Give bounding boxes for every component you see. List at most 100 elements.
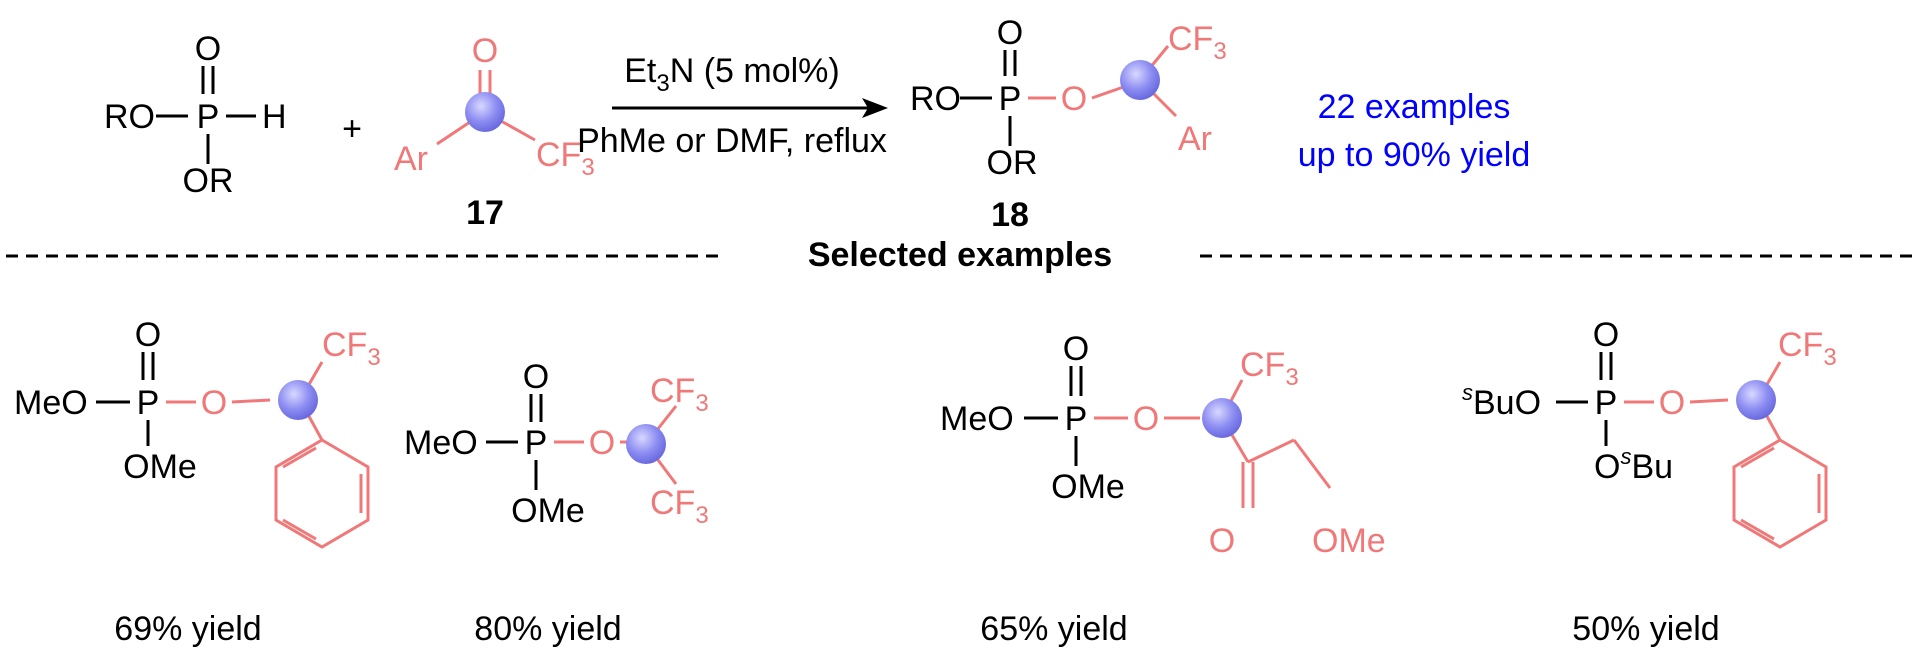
highlight-ball (1736, 380, 1776, 420)
atom-label: O (589, 424, 615, 462)
yield-label: 69% yield (114, 610, 261, 648)
atom-label: O (472, 32, 498, 70)
summary-examples: 22 examples (1318, 88, 1511, 126)
atom-label: OR (987, 144, 1038, 182)
atom-label: RO (104, 98, 155, 136)
cf-text: CF (1778, 326, 1823, 364)
plus-sign: + (342, 110, 362, 148)
reaction-summary: 22 examples up to 90% yield (1298, 88, 1531, 174)
example-3: O MeO P O CF3 O OMe OMe 65% yield (940, 330, 1386, 648)
cond-rest: N (5 mol%) (670, 52, 840, 90)
phenyl-ring (274, 438, 370, 549)
yield-label: 65% yield (980, 610, 1127, 648)
atom-label: O (523, 358, 549, 396)
cf-text: CF (536, 136, 581, 174)
atom-label: OMe (511, 492, 585, 530)
atom-label: OMe (123, 448, 197, 486)
yield-label: 50% yield (1572, 610, 1719, 648)
cf-text: CF (650, 372, 695, 410)
arrow-head (862, 98, 888, 118)
divider-label: Selected examples (808, 236, 1112, 274)
highlight-ball (1202, 398, 1242, 438)
example-2: O MeO P O CF3 CF3 OMe 80% yield (404, 358, 709, 648)
cf3-group: CF3 (1168, 20, 1227, 65)
atom-label: P (1595, 384, 1618, 422)
summary-yield: up to 90% yield (1298, 136, 1531, 174)
cf3-group-upper: CF3 (650, 372, 709, 417)
example-4: O sBuO P O CF3 OsBu 50% yield (1462, 316, 1837, 648)
cf3-group: CF3 (1240, 346, 1299, 391)
subscript-3: 3 (1213, 38, 1226, 65)
bond (231, 398, 271, 404)
subscript-3: 3 (1823, 344, 1836, 371)
atom-label: O (195, 30, 221, 68)
ketone-oxygen: O (1209, 522, 1235, 560)
atom-label: Ar (394, 140, 428, 178)
atom-label: OMe (1051, 468, 1125, 506)
reaction-conditions: Et3N (5 mol%) PhMe or DMF, reflux (577, 52, 888, 160)
atom-label: P (137, 384, 160, 422)
condition-line-2: PhMe or DMF, reflux (577, 122, 887, 160)
superscript-s: s (1462, 380, 1473, 405)
cf-text: CF (322, 326, 367, 364)
aromatic-bond (282, 446, 317, 469)
compound-number: 18 (991, 196, 1029, 234)
compound-number: 17 (466, 194, 504, 232)
reagent-phosphite: O RO P H OR (104, 30, 287, 200)
atom-label: MeO (14, 384, 88, 422)
atom-label: MeO (940, 400, 1014, 438)
reagent-ketone-17: O Ar CF3 17 (394, 32, 595, 232)
highlight-ball (465, 92, 505, 132)
atom-label: O (1659, 384, 1685, 422)
sbuo-group: sBuO (1462, 380, 1541, 422)
bond (1247, 438, 1295, 464)
yield-label: 80% yield (474, 610, 621, 648)
phenyl-ring (1732, 438, 1828, 549)
atom-label: P (999, 80, 1022, 118)
atom-label: O (1593, 316, 1619, 354)
aromatic-bond (1740, 518, 1775, 541)
superscript-s: s (1620, 444, 1631, 469)
cf3-group: CF3 (536, 136, 595, 181)
cf3-group: CF3 (1778, 326, 1837, 371)
cf-text: CF (1240, 346, 1285, 384)
condition-line-1: Et3N (5 mol%) (624, 52, 840, 97)
o-text: O (1594, 448, 1620, 486)
highlight-ball (1120, 60, 1160, 100)
subscript-3: 3 (695, 390, 708, 417)
subscript-3: 3 (367, 344, 380, 371)
cf3-group: CF3 (322, 326, 381, 371)
atom-label: O (997, 14, 1023, 52)
example-1: O MeO P O CF3 OMe 69% yield (14, 316, 381, 648)
atom-label: RO (910, 80, 961, 118)
cond-sub: 3 (656, 70, 669, 97)
subscript-3: 3 (1285, 364, 1298, 391)
cf-text: CF (650, 484, 695, 522)
cf-text: CF (1168, 20, 1213, 58)
bu-text: Bu (1631, 448, 1673, 486)
cf3-group-lower: CF3 (650, 484, 709, 529)
atom-label: O (135, 316, 161, 354)
atom-label: Ar (1178, 120, 1212, 158)
divider: Selected examples (6, 236, 1920, 274)
osbu-group: OsBu (1594, 444, 1673, 486)
atom-label: P (525, 424, 548, 462)
atom-label: O (1061, 80, 1087, 118)
atom-label: MeO (404, 424, 478, 462)
subscript-3: 3 (695, 502, 708, 529)
atom-label: O (201, 384, 227, 422)
aromatic-bond (1740, 446, 1775, 469)
atom-label: O (1133, 400, 1159, 438)
aromatic-bond (282, 518, 317, 541)
atom-label: O (1063, 330, 1089, 368)
bond (1292, 439, 1332, 489)
subscript-3: 3 (581, 154, 594, 181)
product-18: O RO P O CF3 Ar OR 18 (910, 14, 1227, 234)
atom-label: P (197, 98, 220, 136)
cond-et: Et (624, 52, 657, 90)
atom-label: H (262, 98, 287, 136)
highlight-ball (626, 424, 666, 464)
bond (1689, 398, 1729, 404)
atom-label: P (1065, 400, 1088, 438)
